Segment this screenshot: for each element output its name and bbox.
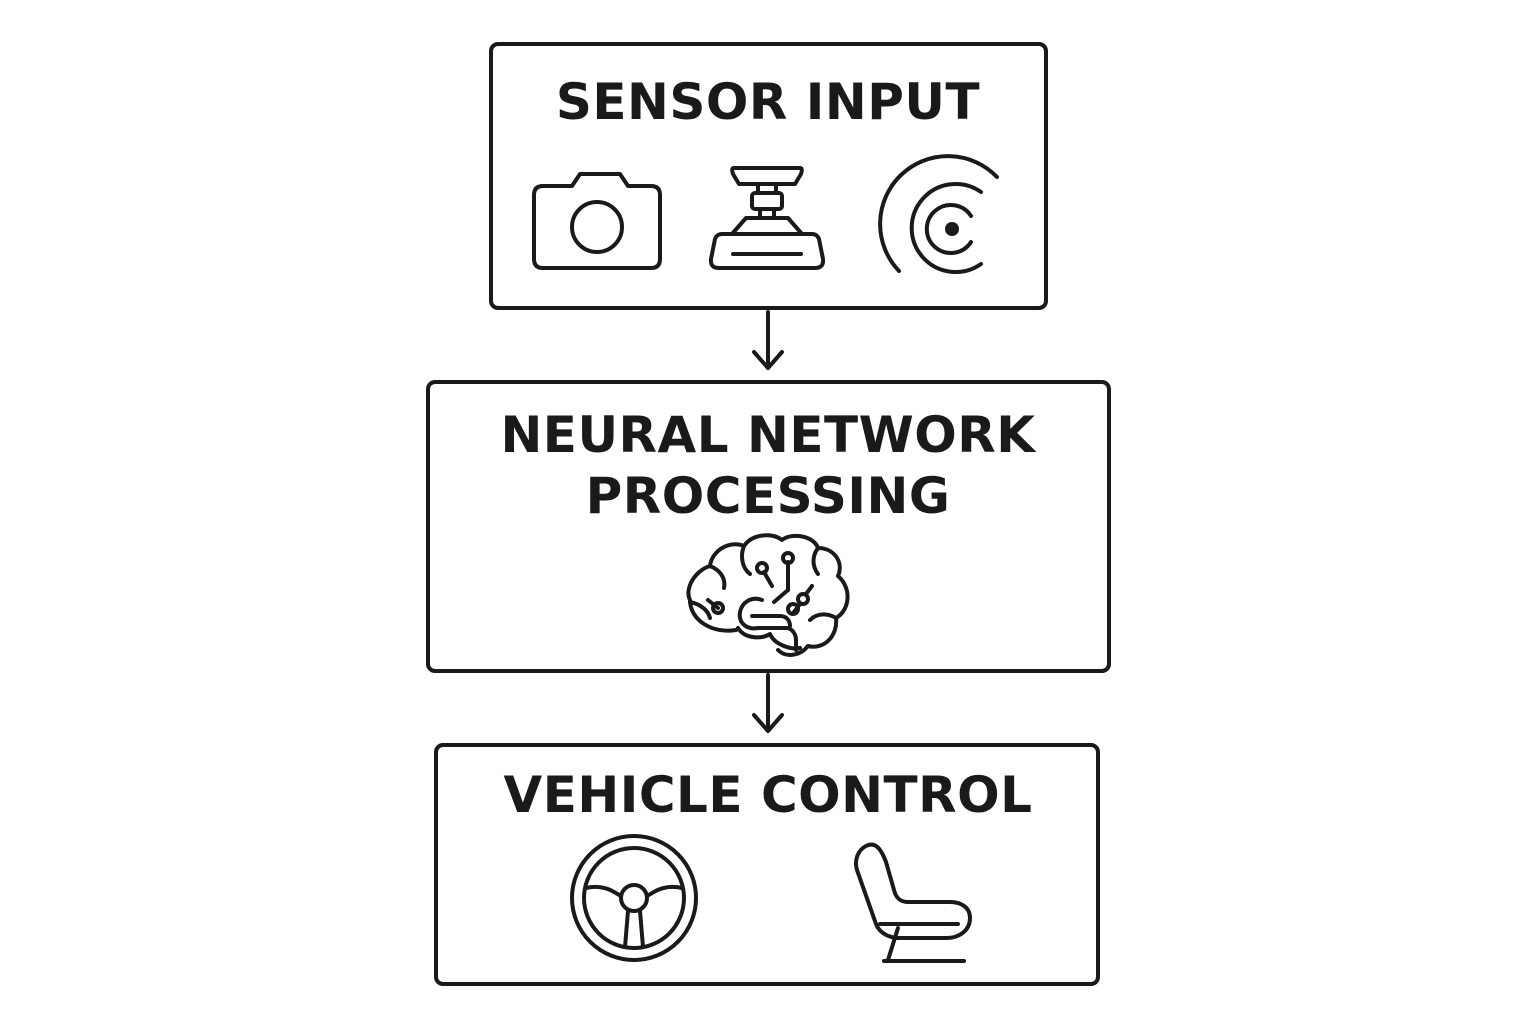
neural-network-title-line1: NEURAL NETWORK bbox=[500, 406, 1036, 464]
vehicle-control-box bbox=[434, 743, 1100, 986]
arrow-sensor-to-network bbox=[752, 310, 784, 370]
vehicle-control-title: VEHICLE CONTROL bbox=[503, 766, 1033, 824]
arrow-network-to-control bbox=[752, 673, 784, 733]
neural-network-title-line2: PROCESSING bbox=[585, 467, 951, 525]
sensor-input-title: SENSOR INPUT bbox=[555, 73, 981, 131]
